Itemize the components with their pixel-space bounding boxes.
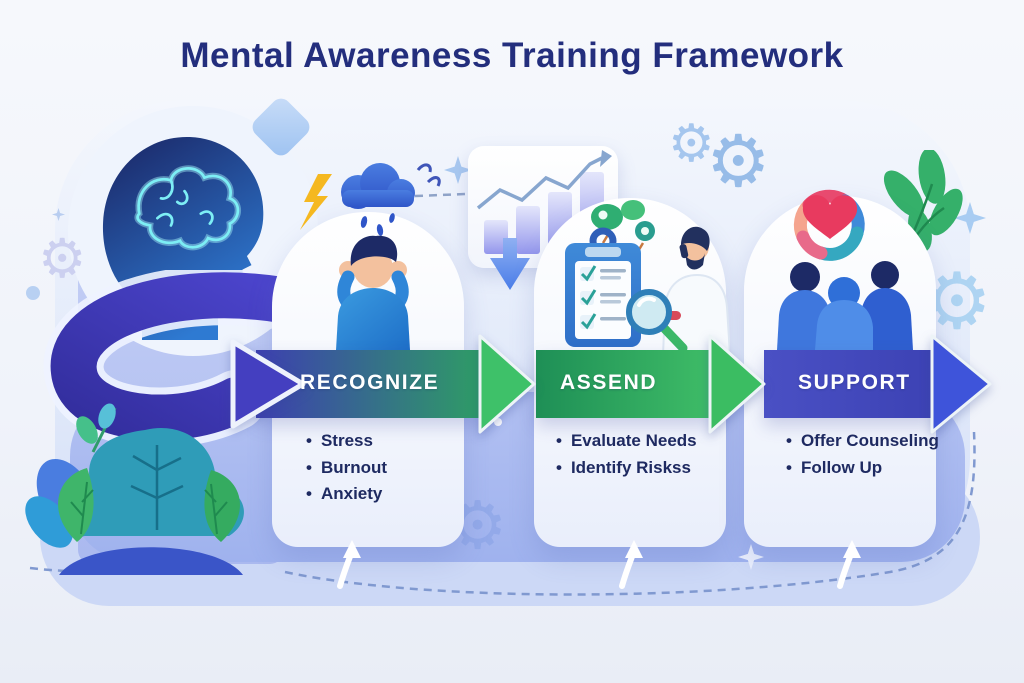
bullet-item: • Burnout [306, 455, 387, 482]
stage-bullets-assend: • Evaluate Needs • Identify Riskss [556, 428, 697, 481]
stage-bullets-recognize: • Stress • Burnout • Anxiety [306, 428, 387, 508]
bullet-dot: • [556, 431, 562, 450]
bullet-text: Evaluate Needs [570, 431, 697, 450]
page-title: Mental Awareness Training Framework [180, 36, 844, 75]
dot-decoration [26, 286, 40, 300]
band-arrowhead-green [478, 334, 536, 434]
gear-icon: ⚙ [706, 122, 771, 202]
bullet-item: • Identify Riskss [556, 455, 697, 482]
stage-label-recognize: RECOGNIZE [300, 371, 440, 394]
bullet-text: Identify Riskss [570, 457, 691, 477]
flow-swoosh-arrow [43, 270, 312, 448]
bullet-text: Anxiety [320, 484, 383, 503]
bullet-item: • Anxiety [306, 481, 387, 508]
checklist-clipboard-icon [565, 227, 641, 347]
assessment-illustration [565, 200, 730, 355]
bullet-text: Offer Counseling [800, 431, 939, 450]
bullet-dot: • [306, 431, 312, 450]
stage-bullets-support: • Offer Counseling • Follow Up [786, 428, 939, 481]
bullet-dot: • [556, 457, 562, 477]
plant-illustration [25, 403, 244, 575]
support-group-illustration [777, 189, 913, 350]
flow-arrowhead-indigo [230, 339, 306, 429]
band-arrowhead-green [708, 334, 766, 434]
bullet-dot: • [786, 457, 792, 477]
bullet-item: • Offer Counseling [786, 428, 939, 455]
band-segment-assend [536, 350, 714, 418]
down-arrow-icon [490, 238, 530, 290]
bullet-item: • Stress [306, 428, 387, 455]
stressed-person-illustration [300, 163, 415, 350]
counselor-illustration [661, 226, 730, 355]
bullet-text: Follow Up [800, 457, 883, 477]
gear-icon: ⚙ [668, 115, 715, 173]
heart-icon [802, 195, 858, 239]
bullet-item: • Follow Up [786, 455, 939, 482]
stage-label-support: SUPPORT [798, 371, 911, 394]
bullet-text: Stress [320, 431, 373, 450]
lightning-icon [300, 174, 332, 230]
bullet-text: Burnout [320, 457, 388, 477]
bullet-dot: • [786, 431, 792, 450]
band-arrowhead-blue [930, 334, 992, 434]
rain-cloud-icon [341, 163, 415, 247]
dot-decoration [494, 418, 502, 426]
gear-icon: ⚙ [38, 229, 87, 289]
band-segment-support [764, 350, 936, 418]
bullet-dot: • [306, 484, 312, 503]
bullet-item: • Evaluate Needs [556, 428, 697, 455]
magnifier-icon [626, 289, 688, 353]
bullet-dot: • [306, 457, 312, 477]
stage-label-assend: ASSEND [560, 371, 658, 394]
